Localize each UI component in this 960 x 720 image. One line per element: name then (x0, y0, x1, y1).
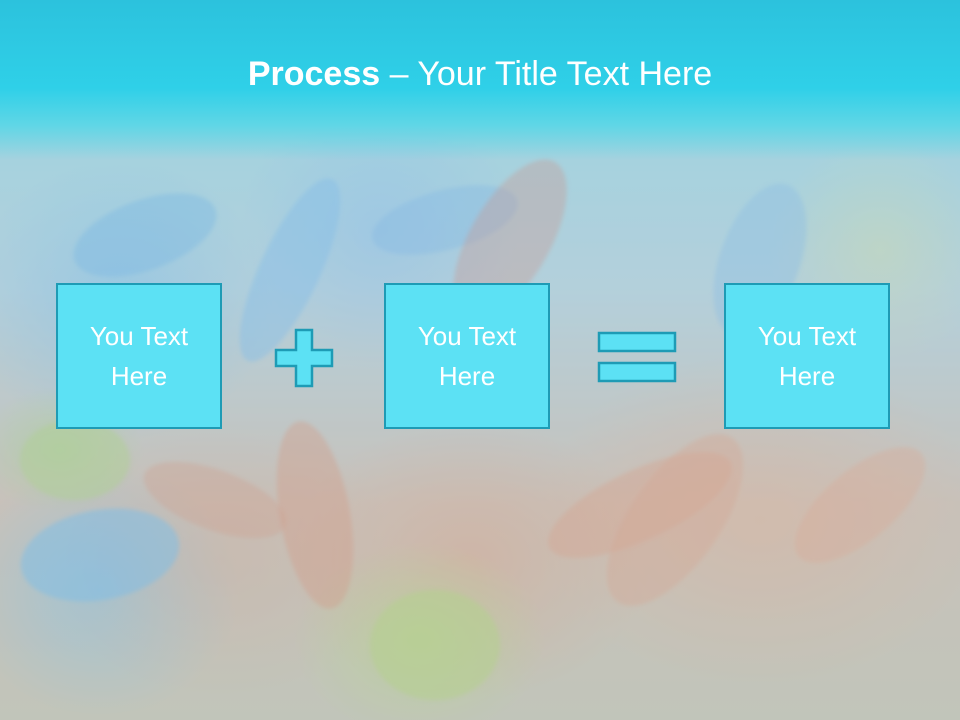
process-box-2-text: You Text Here (417, 321, 517, 391)
process-box-1[interactable]: You Text Here (56, 283, 222, 429)
slide-title: Process – Your Title Text Here (0, 52, 960, 96)
title-dash: – (380, 55, 418, 93)
title-bold: Process (247, 55, 381, 93)
process-box-2[interactable]: You Text Here (384, 283, 550, 429)
equals-icon (597, 331, 677, 383)
process-box-1-text: You Text Here (89, 321, 189, 391)
title-rest: Your Title Text Here (417, 55, 713, 93)
process-box-3-text: You Text Here (757, 321, 857, 391)
plus-icon (274, 328, 334, 388)
title-bar (0, 0, 960, 160)
process-box-3[interactable]: You Text Here (724, 283, 890, 429)
